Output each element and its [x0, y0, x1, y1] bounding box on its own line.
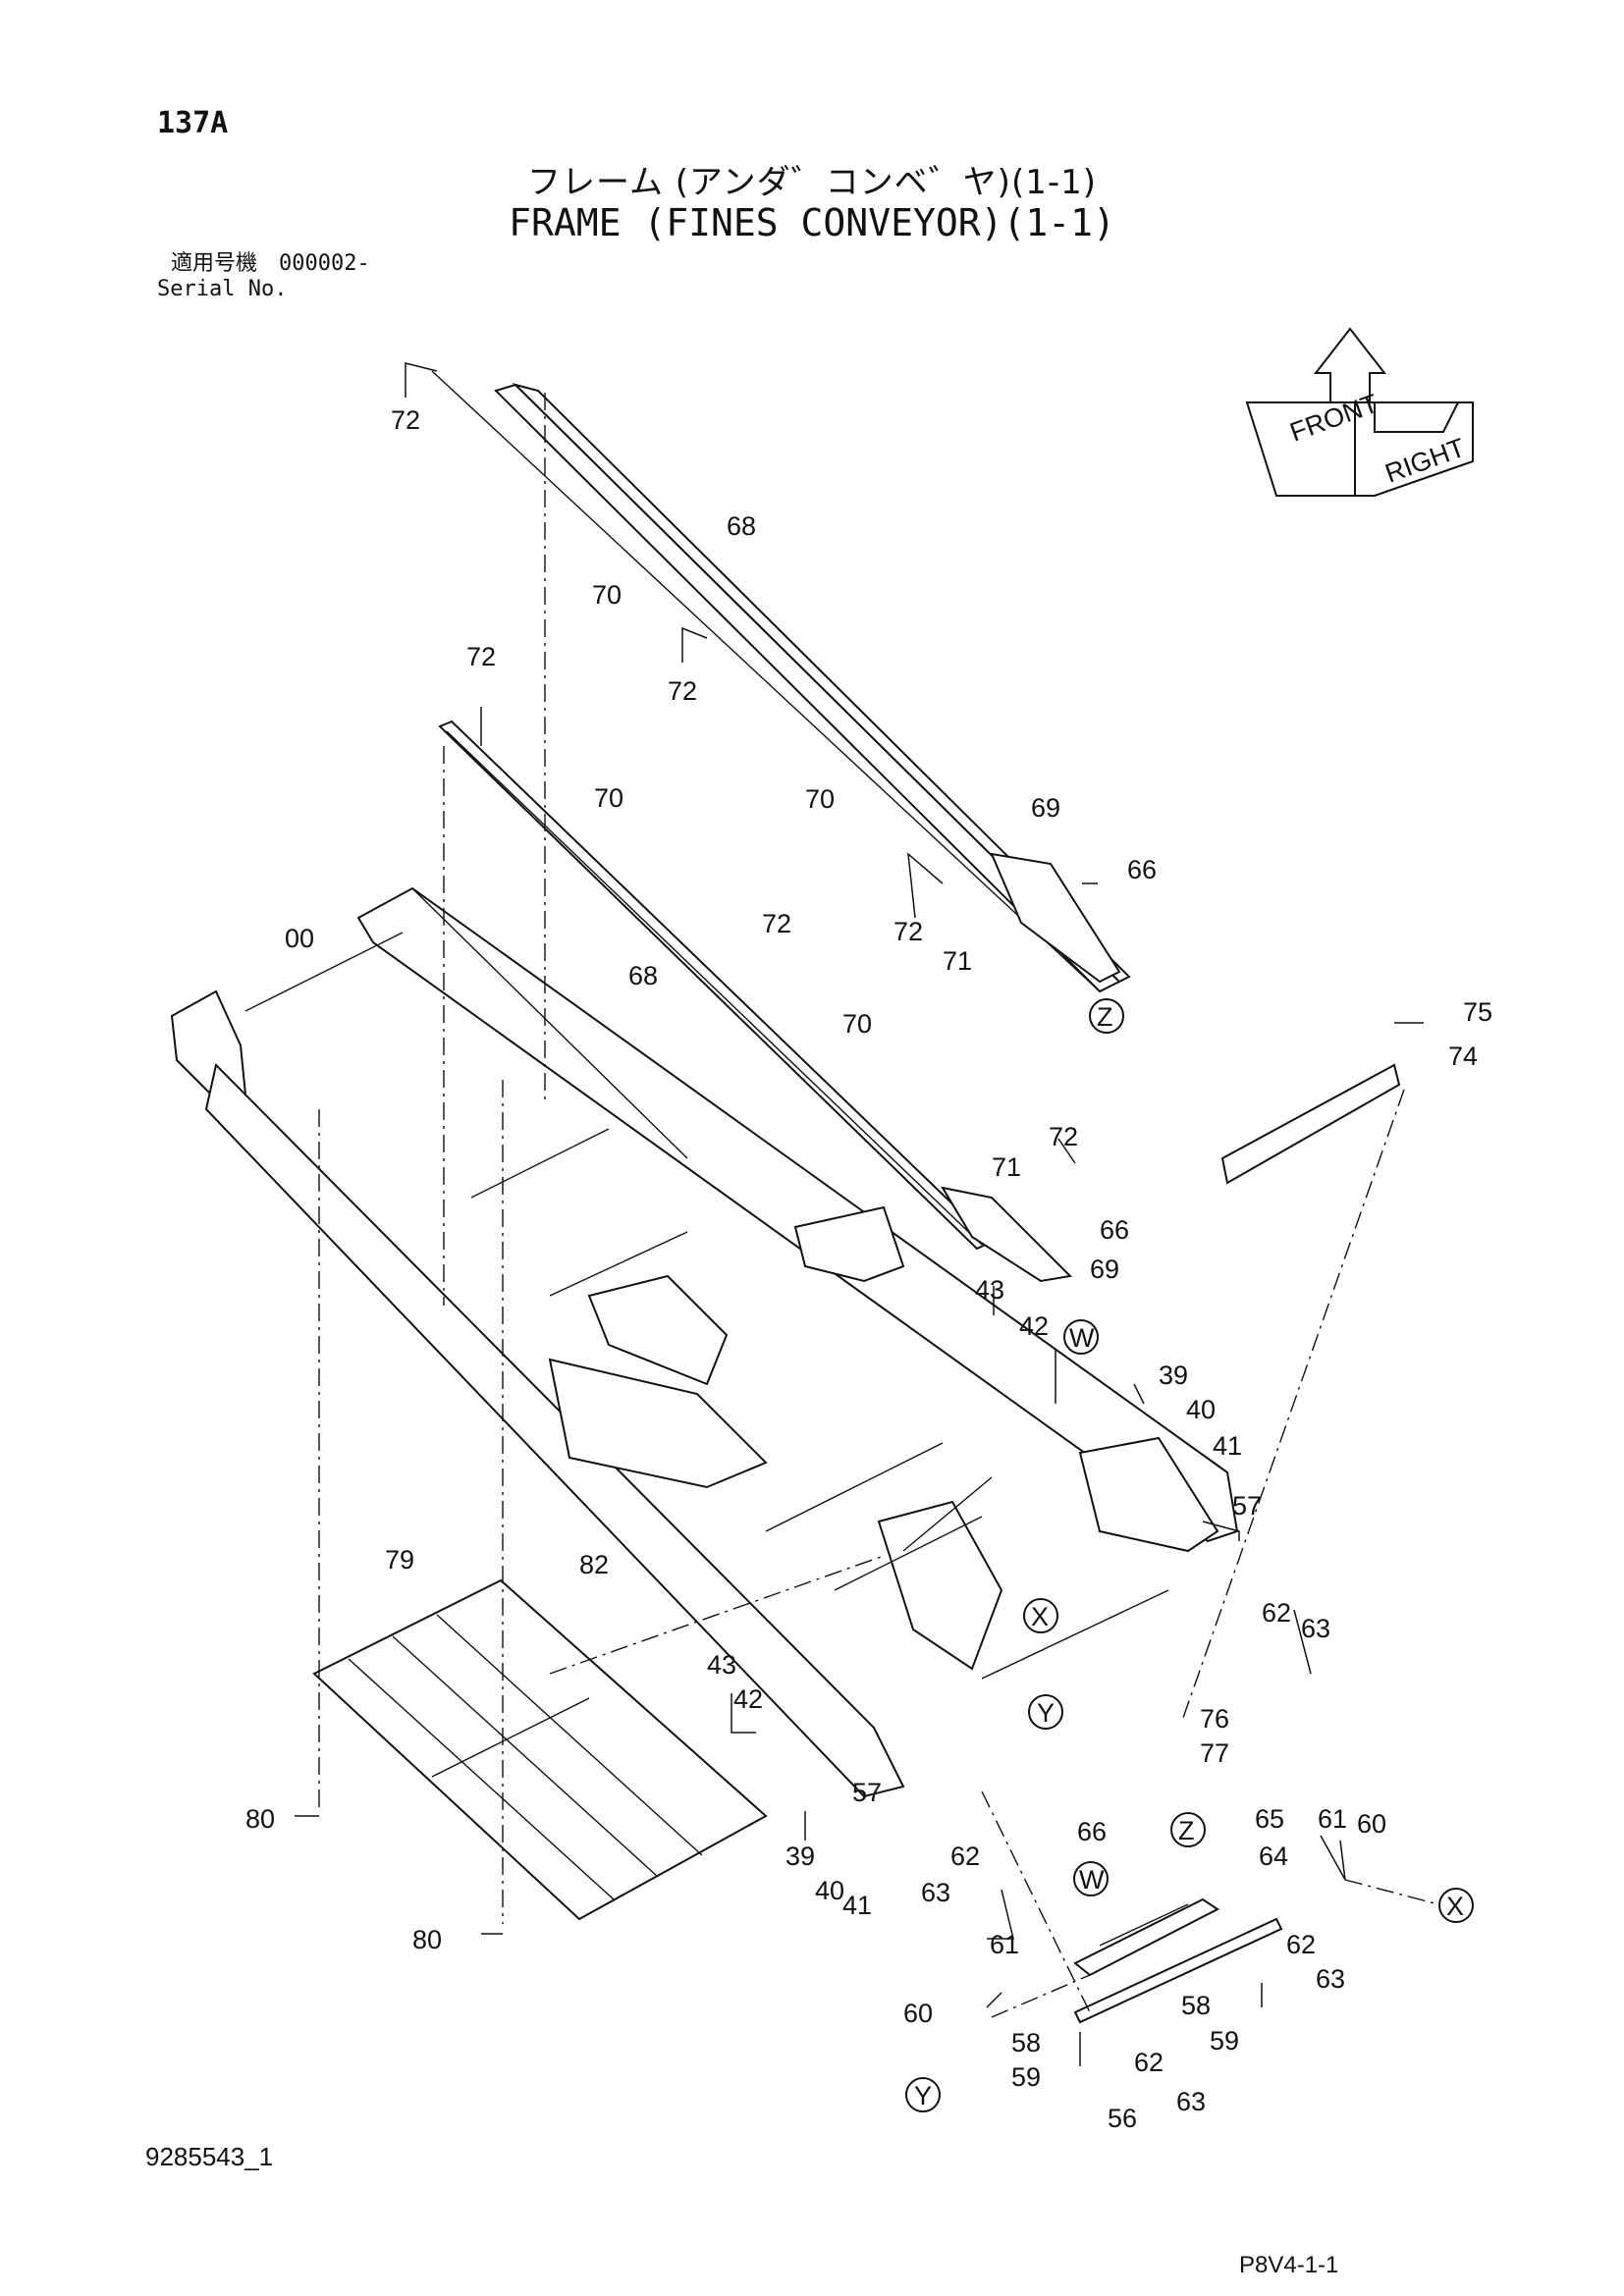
callout-72: 72	[466, 642, 496, 671]
callout-61: 61	[990, 1930, 1019, 1959]
callout-80: 80	[412, 1925, 442, 1954]
ref-x: X	[1031, 1602, 1049, 1631]
callout-63: 63	[1316, 1964, 1345, 1994]
callout-42: 42	[1019, 1311, 1049, 1341]
callout-66: 66	[1100, 1215, 1129, 1245]
leader-lines	[295, 362, 1424, 2066]
callout-69: 69	[1031, 793, 1060, 823]
callout-58: 58	[1011, 2028, 1041, 2057]
callout-41: 41	[1213, 1431, 1242, 1461]
callout-72: 72	[762, 909, 791, 938]
callout-66: 66	[1077, 1817, 1107, 1846]
ref-z: Z	[1178, 1816, 1195, 1845]
callout-70: 70	[592, 580, 622, 610]
callout-69: 69	[1090, 1255, 1119, 1284]
callout-63: 63	[921, 1878, 950, 1907]
title-english: FRAME (FINES CONVEYOR)(1-1)	[509, 201, 1115, 244]
page-number: 137A	[157, 106, 229, 140]
page-code: P8V4-1-1	[1239, 2252, 1339, 2278]
callout-75: 75	[1463, 997, 1492, 1027]
callout-59: 59	[1210, 2026, 1239, 2056]
callout-70: 70	[805, 784, 835, 814]
ref-z: Z	[1097, 1002, 1113, 1032]
callout-76: 76	[1200, 1704, 1229, 1734]
callout-72: 72	[391, 405, 420, 435]
ref-y: Y	[914, 2081, 932, 2110]
callout-62: 62	[1262, 1598, 1291, 1628]
drawing-number: 9285543_1	[145, 2142, 274, 2171]
callout-61: 61	[1318, 1804, 1347, 1834]
main-frame	[170, 886, 1239, 1798]
callout-labels: 72 68 70 72 72 70 70 69 66 72 72 71 68 0…	[245, 405, 1492, 2133]
callout-71: 71	[992, 1152, 1021, 1182]
reference-circles: Z W X Y Z W X Y	[905, 998, 1474, 2112]
callout-77: 77	[1200, 1738, 1229, 1768]
callout-64: 64	[1259, 1842, 1288, 1871]
ref-w: W	[1079, 1865, 1105, 1895]
callout-65: 65	[1255, 1804, 1284, 1834]
callout-60: 60	[1357, 1809, 1386, 1839]
callout-62: 62	[1286, 1930, 1316, 1959]
alignment-lines	[318, 393, 1439, 2018]
serial-block: 適用号機 000002- Serial No.	[157, 251, 370, 302]
callout-82: 82	[579, 1550, 609, 1579]
callout-71: 71	[943, 946, 972, 976]
callout-43: 43	[975, 1275, 1004, 1305]
callout-57: 57	[1232, 1491, 1262, 1521]
callout-68: 68	[727, 511, 756, 541]
right-channel	[1220, 1063, 1401, 1185]
orientation-arrow-icon: FRONT RIGHT	[1245, 327, 1474, 497]
callout-43: 43	[707, 1650, 736, 1680]
callout-40: 40	[815, 1876, 844, 1905]
callout-72: 72	[893, 917, 923, 946]
serial-label-jp: 適用号機	[171, 251, 258, 276]
title-japanese: フレーム (アンダ゛コンベ゛ヤ)(1-1)	[526, 163, 1098, 202]
callout-57: 57	[852, 1778, 882, 1807]
upper-side-rail	[431, 370, 1131, 993]
callout-72: 72	[668, 676, 697, 706]
callout-56: 56	[1108, 2104, 1137, 2133]
ref-y: Y	[1037, 1698, 1055, 1728]
callout-59: 59	[1011, 2062, 1041, 2092]
callout-41: 41	[842, 1891, 872, 1920]
callout-62: 62	[950, 1842, 980, 1871]
callout-68: 68	[628, 961, 658, 990]
ref-w: W	[1069, 1323, 1095, 1353]
callout-63: 63	[1176, 2087, 1206, 2116]
ref-x: X	[1446, 1892, 1464, 1921]
callout-40: 40	[1186, 1395, 1216, 1424]
callout-74: 74	[1448, 1041, 1478, 1071]
callout-39: 39	[1159, 1361, 1188, 1390]
callout-80: 80	[245, 1804, 275, 1834]
callout-00: 00	[285, 924, 314, 953]
callout-70: 70	[842, 1009, 872, 1039]
callout-70: 70	[594, 783, 623, 813]
callout-63: 63	[1301, 1614, 1330, 1643]
callout-79: 79	[385, 1545, 414, 1575]
lower-right-parts	[1073, 1897, 1283, 2024]
middle-side-rail	[438, 720, 1073, 1283]
callout-66: 66	[1127, 855, 1157, 884]
callout-39: 39	[785, 1842, 815, 1871]
serial-number: 000002-	[279, 251, 370, 276]
callout-72: 72	[1049, 1122, 1078, 1151]
serial-label-en: Serial No.	[157, 277, 288, 301]
callout-60: 60	[903, 1999, 933, 2028]
bottom-plate	[312, 1578, 768, 1921]
callout-42: 42	[733, 1684, 763, 1714]
callout-58: 58	[1181, 1991, 1211, 2020]
callout-62: 62	[1134, 2048, 1164, 2077]
